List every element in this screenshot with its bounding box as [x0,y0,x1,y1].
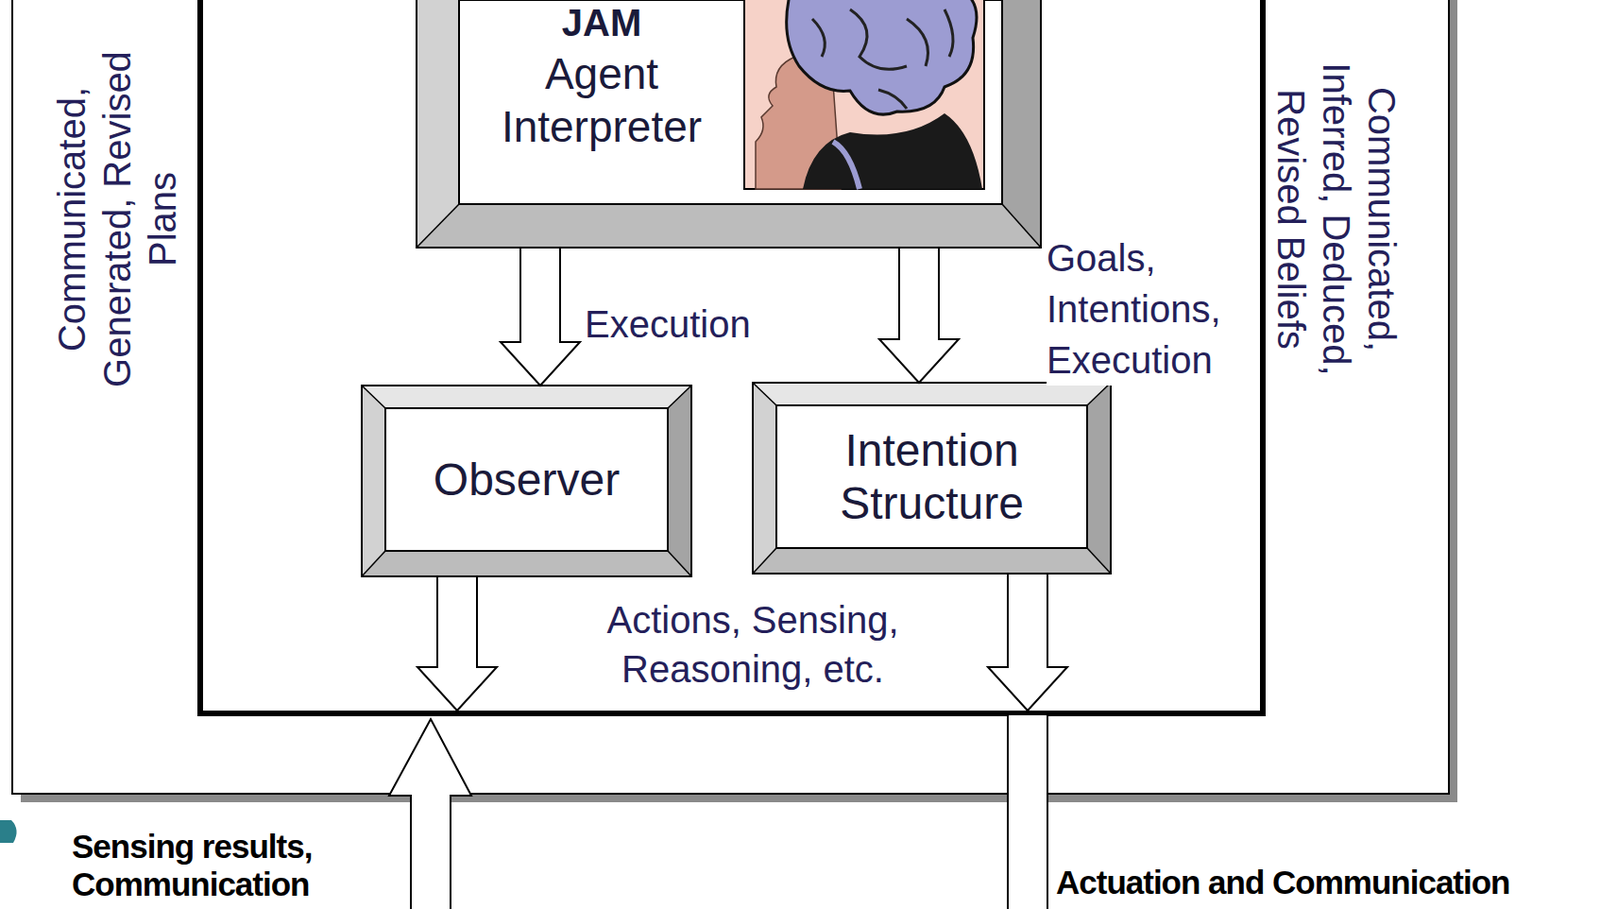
io-label: Sensing results, Communication [71,827,408,903]
system-name: JAM [459,1,745,44]
io-label: Actuation and Communication [1055,863,1511,902]
block-arrow [417,576,497,711]
edge-label: Goals, Intentions, Execution [1046,232,1260,386]
block-arrow [500,247,580,386]
bevel-left [361,385,386,577]
vertical-label: Communicated, Inferred, Deduced, Revised… [1268,30,1405,409]
bevel-edge [667,385,692,409]
flow-label: Actions, Sensing, Reasoning, etc. [563,595,942,694]
agent-frame [200,0,1263,714]
box-label: Intention Structure [776,424,1088,530]
bevel-right [667,385,692,577]
bevel-edge [667,550,692,577]
block-arrow [879,247,959,383]
bevel-edge [361,550,386,577]
interpreter-box: JAMAgent Interpreter [416,0,1041,248]
edge-label: Execution [584,298,783,350]
vertical-label: Communicated, Generated, Revised Plans [49,30,186,409]
bevel-edge [361,385,386,409]
block-arrow [987,573,1068,711]
bevel-right [1002,0,1041,248]
bevel-outline [361,385,692,577]
brain-illustration [744,0,985,189]
box-face: Intention Structure [776,405,1088,548]
bevel-edge [1087,382,1111,406]
knowledge-box: JAMAgent InterpreterObserver Intention St… [12,0,1449,794]
bevel-face [385,408,668,551]
bevel-right [1087,382,1111,574]
bevel-outline [752,382,1111,574]
bevel-bottom [752,547,1111,574]
bevel-outline [416,0,1041,248]
observer-box: Observer [361,385,692,577]
bevel-bottom [416,204,1041,248]
bevel-left [416,0,460,248]
box-label: Observer [433,453,620,507]
bevel-left [752,382,777,574]
bevel-edge [416,204,460,248]
intention-box: Intention Structure [752,382,1111,574]
outgoing-arrow-shaft [1007,714,1048,909]
box-face: Observer [385,408,668,551]
bevel-face [776,405,1088,548]
incoming-arrow [389,718,472,909]
interpreter-title: JAMAgent Interpreter [459,1,745,154]
bevel-top [752,382,1111,406]
slide-decoration [0,819,18,843]
component-name: Agent Interpreter [469,47,734,154]
bevel-edge [1002,204,1041,248]
bevel-edge [752,547,777,574]
bevel-edge [1087,547,1111,574]
knowledge-frame [12,0,1449,794]
bevel-top [361,385,692,409]
bevel-edge [752,382,777,406]
bevel-bottom [361,550,692,577]
